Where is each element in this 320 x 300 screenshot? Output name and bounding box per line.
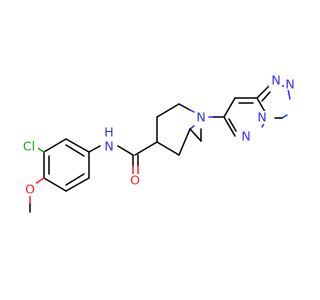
- molecule-structure: Cl O N H O N N N N N: [20, 72, 297, 213]
- benzene-ring: [43, 138, 90, 192]
- svg-text:N: N: [257, 110, 266, 125]
- c-o-bond: [34, 177, 45, 185]
- svg-text:N: N: [196, 110, 205, 125]
- svg-text:O: O: [25, 182, 35, 197]
- svg-text:O: O: [130, 173, 140, 188]
- atom-o-methoxy: O: [24, 182, 36, 197]
- svg-text:N: N: [104, 139, 113, 154]
- svg-text:N: N: [271, 73, 280, 88]
- atom-n-triazole-2: N: [269, 73, 282, 88]
- svg-text:N: N: [241, 129, 250, 144]
- atom-n-triazole-3: N: [284, 77, 297, 92]
- svg-text:H: H: [104, 125, 113, 140]
- atom-n-triazole-1: N: [256, 110, 269, 125]
- svg-text:Cl: Cl: [23, 139, 35, 154]
- atom-o-carbonyl: O: [129, 173, 142, 188]
- atom-n-piperidine: N: [195, 110, 208, 125]
- aryl-n-bond: [88, 145, 101, 153]
- carbonyl-ring-bond: [134, 141, 158, 156]
- piperidine-ring: [156, 103, 202, 156]
- atom-cl: Cl: [20, 139, 38, 154]
- atom-nh: N: [103, 139, 116, 154]
- n-carbonyl-bond: [117, 145, 134, 156]
- atom-h-amide: H: [103, 125, 116, 140]
- svg-text:N: N: [285, 77, 294, 92]
- atom-n-pyridazine: N: [240, 129, 253, 144]
